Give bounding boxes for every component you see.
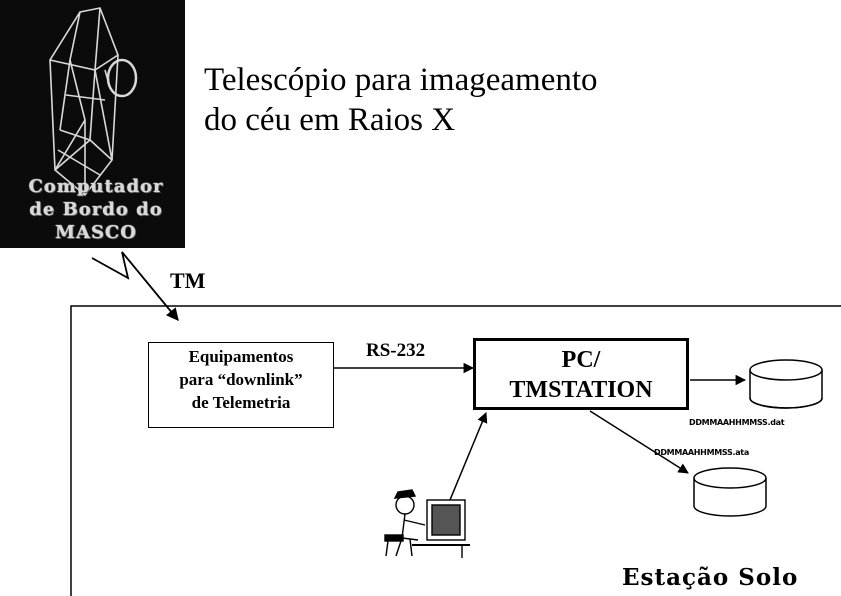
file-name-2: DDMMAAHHMMSS.ata bbox=[654, 448, 749, 457]
disk-1-icon bbox=[749, 359, 823, 409]
pc-tmstation-box: PC/ TMSTATION bbox=[473, 338, 689, 410]
photo-caption-line-2: de Bordo do bbox=[29, 199, 163, 220]
telescope-description-line-2: do céu em Raios X bbox=[204, 102, 456, 138]
downlink-equipment-box: Equipamentos para “downlink” de Telemetr… bbox=[148, 342, 334, 428]
operator-computer-icon bbox=[384, 489, 470, 558]
equipment-line-2: para “downlink” bbox=[179, 370, 303, 389]
telescope-sketch-icon bbox=[49, 7, 138, 197]
disk-2-icon bbox=[693, 467, 767, 517]
pc-to-disk2-arrow bbox=[589, 410, 689, 474]
downlink-lightning-arrow bbox=[91, 251, 179, 321]
equipment-line-3: de Telemetria bbox=[191, 393, 291, 412]
payload-photo: Computador de Bordo do MASCO bbox=[0, 0, 185, 248]
file-name-1: DDMMAAHHMMSS.dat bbox=[689, 418, 785, 427]
photo-caption-line-1: Computador bbox=[28, 176, 164, 197]
downlink-label: TM bbox=[170, 268, 206, 293]
ground-station-frame bbox=[70, 305, 841, 596]
pc-line-1: PC/ bbox=[561, 347, 601, 373]
equipment-line-1: Equipamentos bbox=[188, 347, 294, 366]
ground-station-label: Estação Solo bbox=[622, 564, 799, 591]
connection-label: RS-232 bbox=[366, 340, 426, 361]
pc-line-2: TMSTATION bbox=[509, 377, 653, 403]
telescope-description: Telescópio para imageamento do céu em Ra… bbox=[204, 60, 598, 140]
photo-caption-line-3: MASCO bbox=[55, 222, 137, 243]
pc-operator-arrow bbox=[443, 412, 488, 513]
telescope-description-line-1: Telescópio para imageamento bbox=[204, 62, 598, 98]
